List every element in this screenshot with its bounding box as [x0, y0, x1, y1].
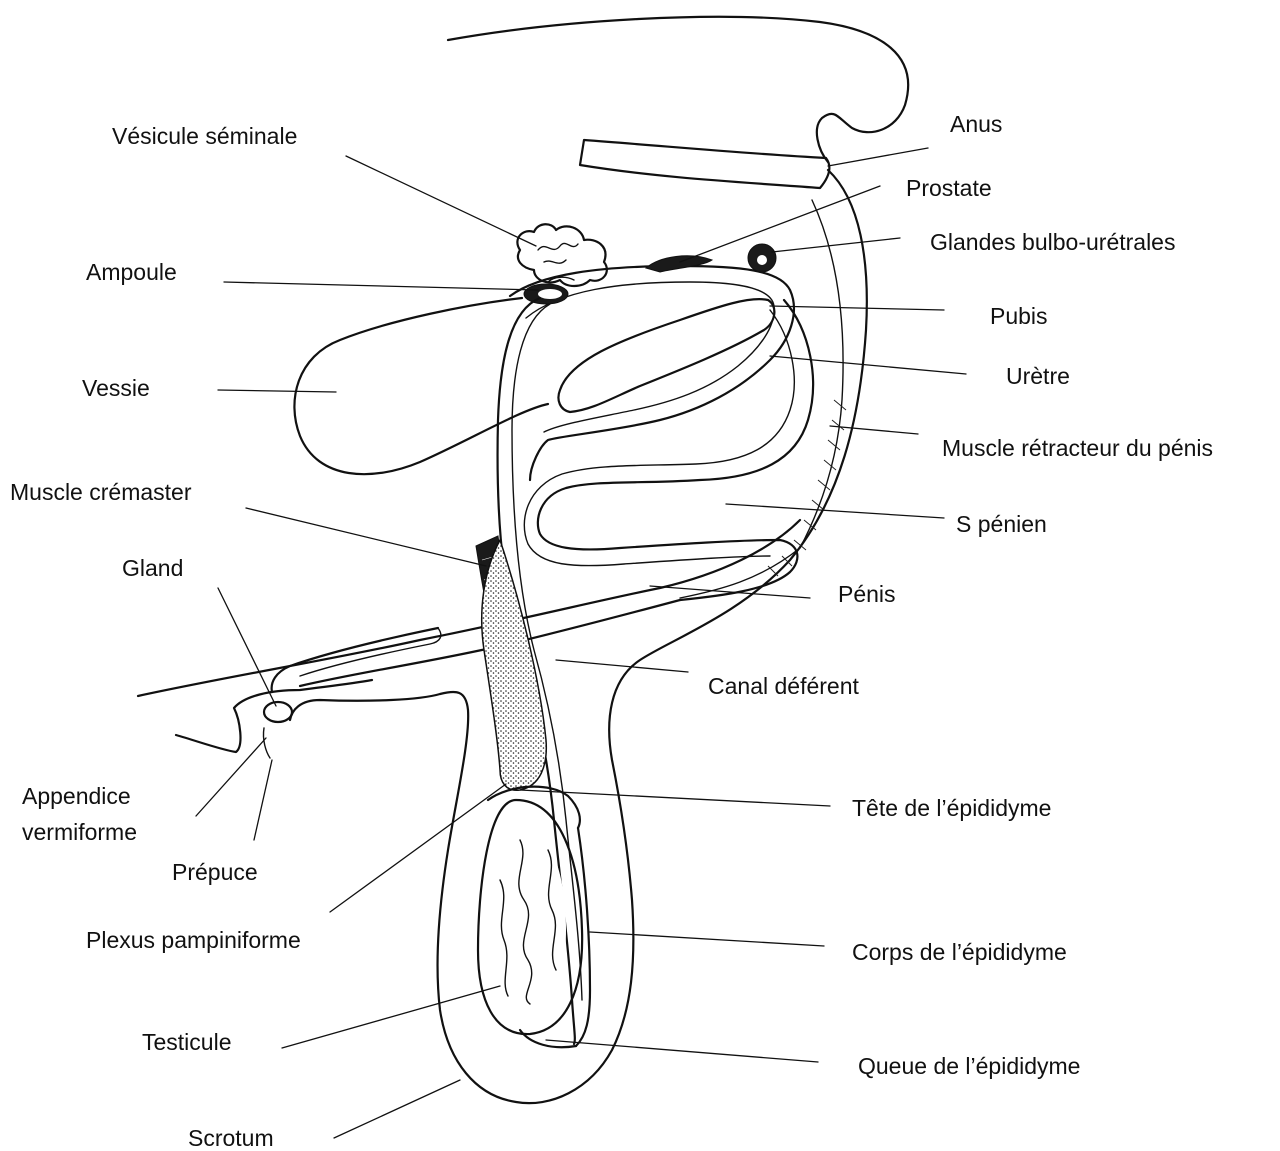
body-outline-caudal: [290, 170, 867, 1103]
label-anus: Anus: [950, 111, 1002, 137]
leader-vesicule-seminale: [346, 156, 536, 246]
leader-queue-epididyme: [546, 1040, 818, 1062]
leader-tete-epididyme: [520, 790, 830, 806]
leader-s-penien: [726, 504, 944, 518]
glans-shape: [264, 702, 292, 722]
label-ampoule: Ampoule: [86, 259, 177, 285]
belly-outline: [138, 520, 800, 696]
label-plexus-pampiniforme: Plexus pampiniforme: [86, 927, 301, 953]
ampoule-lumen: [538, 289, 562, 299]
label-canal-deferent: Canal déférent: [708, 673, 859, 699]
leader-scrotum: [334, 1080, 460, 1138]
leader-vessie: [218, 390, 336, 392]
label-prepuce: Prépuce: [172, 859, 258, 885]
sigmoid-flexure-inner: [524, 310, 794, 566]
pampiniform-plexus: [482, 540, 547, 790]
label-prostate: Prostate: [906, 175, 992, 201]
sigmoid-flexure: [538, 300, 813, 600]
label-scrotum: Scrotum: [188, 1125, 274, 1151]
epididymis-tail: [520, 1030, 576, 1047]
body-outline-back: [448, 17, 908, 162]
label-glandes-bulbo-uretrales: Glandes bulbo-urétrales: [930, 229, 1175, 255]
label-appendice-line2: vermiforme: [22, 819, 137, 845]
leader-prepuce: [254, 760, 272, 840]
label-corps-epididyme: Corps de l’épididyme: [852, 939, 1067, 965]
rectum: [580, 140, 829, 188]
label-vessie: Vessie: [82, 375, 150, 401]
label-penis: Pénis: [838, 581, 896, 607]
label-tete-epididyme: Tête de l’épididyme: [852, 795, 1051, 821]
leader-canal-deferent: [556, 660, 688, 672]
urethral-process: [263, 728, 270, 758]
bulbourethral-lumen: [757, 255, 767, 265]
prostate-shape: [646, 256, 712, 272]
leader-ampoule: [224, 282, 538, 290]
leader-appendice: [196, 738, 266, 816]
pubis-bone: [558, 299, 774, 412]
label-appendice-line1: Appendice: [22, 783, 131, 809]
leader-glandes-bulbo: [772, 238, 900, 252]
label-muscle-cremaster: Muscle crémaster: [10, 479, 192, 505]
leader-corps-epididyme: [590, 932, 824, 946]
prepuce-outline: [176, 680, 372, 752]
label-queue-epididyme: Queue de l’épididyme: [858, 1053, 1080, 1079]
bladder: [294, 298, 548, 474]
leader-muscle-cremaster: [246, 508, 486, 566]
label-testicule: Testicule: [142, 1029, 231, 1055]
leader-pubis: [770, 306, 944, 310]
label-uretre: Urètre: [1006, 363, 1070, 389]
leader-testicule: [282, 986, 500, 1048]
label-s-penien: S pénien: [956, 511, 1047, 537]
label-muscle-retracteur: Muscle rétracteur du pénis: [942, 435, 1213, 461]
penis-shaft-inner-2: [300, 628, 441, 676]
label-gland: Gland: [122, 555, 183, 581]
leader-uretre: [770, 356, 966, 374]
leader-gland: [218, 588, 276, 706]
leader-penis: [650, 586, 810, 598]
label-vesicule-seminale: Vésicule séminale: [112, 123, 297, 149]
seminal-vesicle-folds: [538, 243, 578, 263]
leader-anus: [828, 148, 928, 166]
leader-muscle-retracteur: [830, 426, 918, 434]
label-pubis: Pubis: [990, 303, 1048, 329]
